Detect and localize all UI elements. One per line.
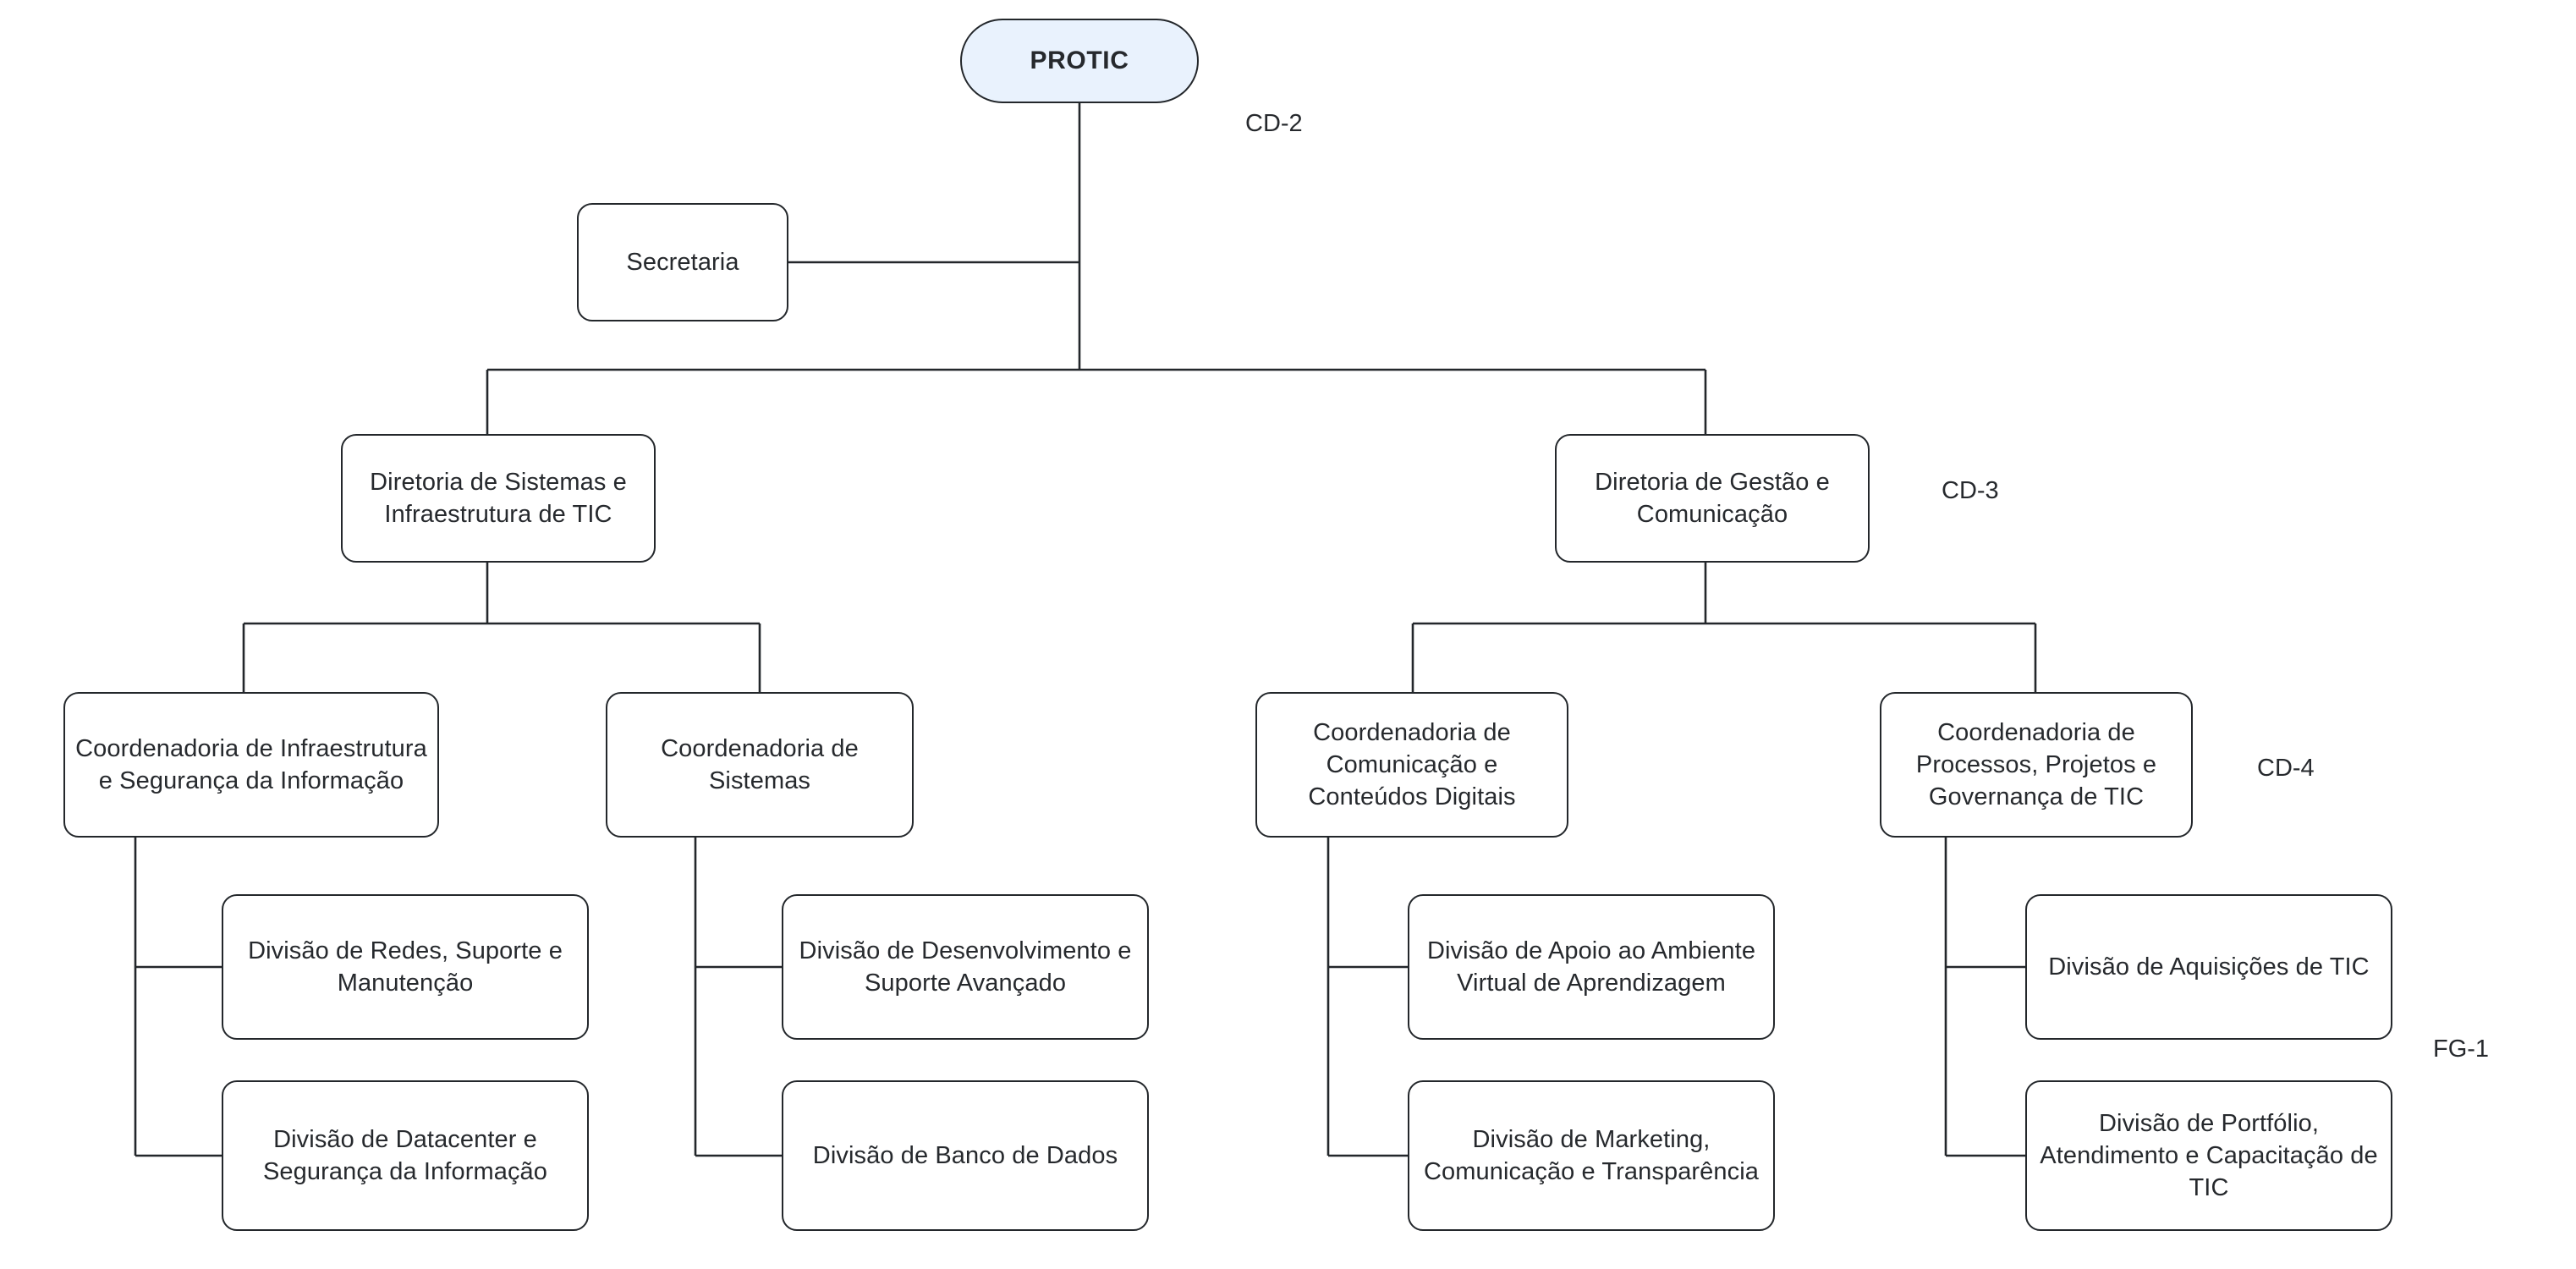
node-coord-comunicacao-label: Coordenadoria de Comunicação e Conteúdos… [1308, 718, 1516, 811]
node-div-desenvolvimento-label: Divisão de Desenvolvimento e Suporte Ava… [799, 937, 1132, 997]
node-diretoria-gestao-label: Diretoria de Gestão e Comunicação [1595, 468, 1830, 528]
node-coord-comunicacao[interactable]: Coordenadoria de Comunicação e Conteúdos… [1255, 692, 1568, 838]
node-secretaria-label: Secretaria [626, 248, 739, 276]
node-protic[interactable]: PROTIC [960, 19, 1199, 103]
level-label-cd2: CD-2 [1245, 110, 1303, 137]
level-label-cd4: CD-4 [2257, 755, 2315, 782]
level-label-cd3: CD-3 [1942, 477, 1999, 504]
node-coord-sistemas-label: Coordenadoria de Sistemas [661, 734, 859, 794]
node-coord-sistemas[interactable]: Coordenadoria de Sistemas [606, 692, 914, 838]
node-div-redes-label: Divisão de Redes, Suporte e Manutenção [248, 937, 563, 997]
node-div-ava-label: Divisão de Apoio ao Ambiente Virtual de … [1426, 937, 1756, 997]
node-div-desenvolvimento[interactable]: Divisão de Desenvolvimento e Suporte Ava… [782, 894, 1149, 1040]
level-label-fg1: FG-1 [2433, 1036, 2490, 1063]
node-coord-processos-label: Coordenadoria de Processos, Projetos e G… [1915, 718, 2157, 811]
node-div-redes[interactable]: Divisão de Redes, Suporte e Manutenção [222, 894, 589, 1040]
node-diretoria-gestao[interactable]: Diretoria de Gestão e Comunicação [1555, 434, 1870, 563]
node-protic-label: PROTIC [1030, 47, 1129, 75]
node-div-banco-dados[interactable]: Divisão de Banco de Dados [782, 1080, 1149, 1231]
node-div-portfolio-label: Divisão de Portfólio, Atendimento e Capa… [2040, 1109, 2378, 1202]
node-div-portfolio[interactable]: Divisão de Portfólio, Atendimento e Capa… [2025, 1080, 2392, 1231]
node-secretaria[interactable]: Secretaria [577, 203, 788, 321]
node-coord-processos[interactable]: Coordenadoria de Processos, Projetos e G… [1880, 692, 2193, 838]
node-div-aquisicoes-label: Divisão de Aquisições de TIC [2048, 953, 2370, 981]
node-div-marketing[interactable]: Divisão de Marketing, Comunicação e Tran… [1408, 1080, 1775, 1231]
node-diretoria-sistemas-label: Diretoria de Sistemas e Infraestrutura d… [370, 468, 627, 528]
node-coord-infraestrutura[interactable]: Coordenadoria de Infraestrutura e Segura… [63, 692, 439, 838]
node-diretoria-sistemas[interactable]: Diretoria de Sistemas e Infraestrutura d… [341, 434, 656, 563]
node-div-datacenter[interactable]: Divisão de Datacenter e Segurança da Inf… [222, 1080, 589, 1231]
node-div-aquisicoes[interactable]: Divisão de Aquisições de TIC [2025, 894, 2392, 1040]
node-coord-infraestrutura-label: Coordenadoria de Infraestrutura e Segura… [75, 734, 427, 794]
node-div-marketing-label: Divisão de Marketing, Comunicação e Tran… [1423, 1125, 1760, 1185]
node-div-datacenter-label: Divisão de Datacenter e Segurança da Inf… [262, 1125, 547, 1185]
node-div-ava[interactable]: Divisão de Apoio ao Ambiente Virtual de … [1408, 894, 1775, 1040]
node-div-banco-dados-label: Divisão de Banco de Dados [812, 1141, 1118, 1169]
